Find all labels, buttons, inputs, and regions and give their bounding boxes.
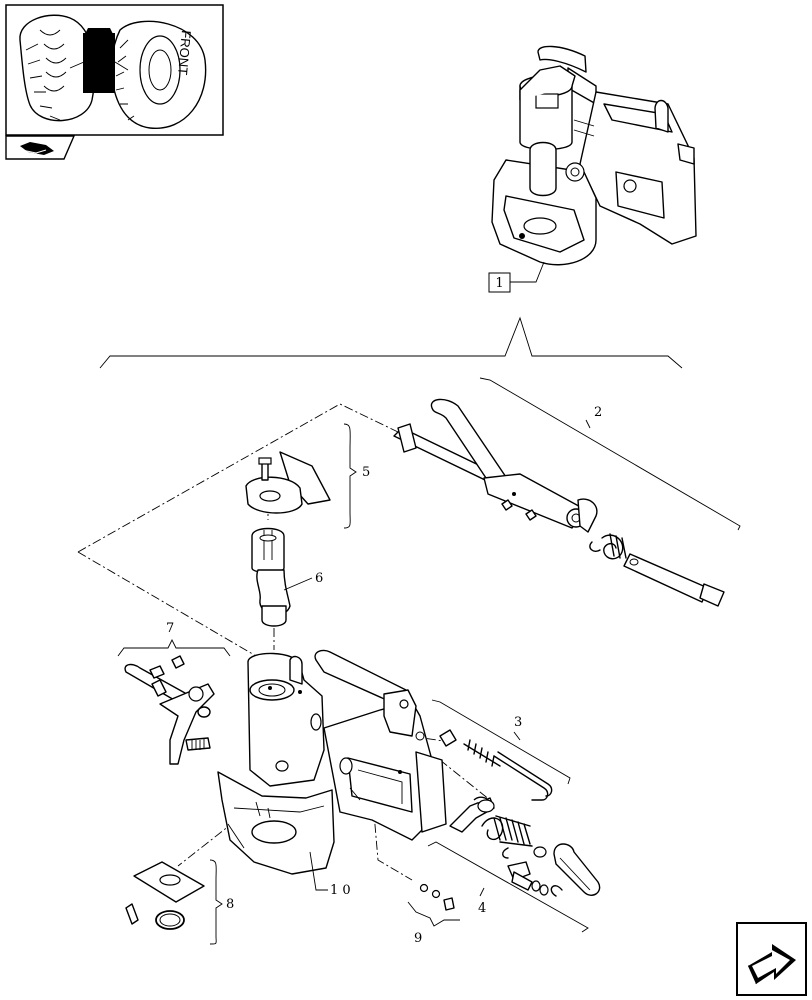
callout-5-bracket bbox=[343, 423, 357, 529]
part-8-plate-ring bbox=[125, 861, 205, 930]
callout-9-label: 9 bbox=[414, 931, 422, 946]
callout-1-label: 1 bbox=[495, 276, 503, 291]
locator-thumbnail: FRONT bbox=[5, 4, 224, 136]
assembled-hitch-drawing bbox=[491, 45, 697, 266]
part-7-latch-lever bbox=[124, 655, 215, 765]
callout-7-bracket bbox=[117, 638, 231, 657]
callout-4-label: 4 bbox=[478, 901, 486, 916]
part-3-rod-spring bbox=[439, 729, 553, 801]
part-2-lever-shaft bbox=[393, 398, 725, 607]
part-5-cover bbox=[245, 451, 331, 514]
group-brace bbox=[99, 316, 683, 369]
callout-3-label: 3 bbox=[514, 715, 522, 730]
callout-6-label: 6 bbox=[315, 571, 323, 586]
part-9-plugs bbox=[419, 883, 455, 911]
thumbnail-front-label: FRONT bbox=[175, 30, 194, 76]
part-6-hook-pin bbox=[251, 527, 291, 627]
callout-6-leader bbox=[283, 577, 313, 591]
callout-8-label: 8 bbox=[226, 897, 234, 912]
callout-10-leader bbox=[309, 851, 328, 891]
book-section-icon bbox=[5, 135, 76, 160]
callout-7-label: 7 bbox=[166, 621, 174, 636]
callout-3-bracket bbox=[431, 699, 571, 785]
callout-2-label: 2 bbox=[594, 405, 602, 420]
part-10-hitch-body bbox=[217, 649, 447, 875]
callout-1: 1 bbox=[488, 261, 545, 293]
tractor-thumbnail-icon bbox=[19, 14, 207, 129]
part-4-latch-spring bbox=[449, 796, 601, 897]
callout-8-bracket bbox=[209, 859, 223, 945]
next-page-arrow-icon[interactable] bbox=[736, 922, 807, 996]
callout-5-label: 5 bbox=[362, 465, 370, 480]
callout-2-bracket bbox=[479, 377, 741, 531]
callout-9-bracket bbox=[407, 901, 460, 927]
callout-10-label: 1 0 bbox=[330, 883, 351, 898]
callout-4-bracket bbox=[427, 841, 589, 933]
